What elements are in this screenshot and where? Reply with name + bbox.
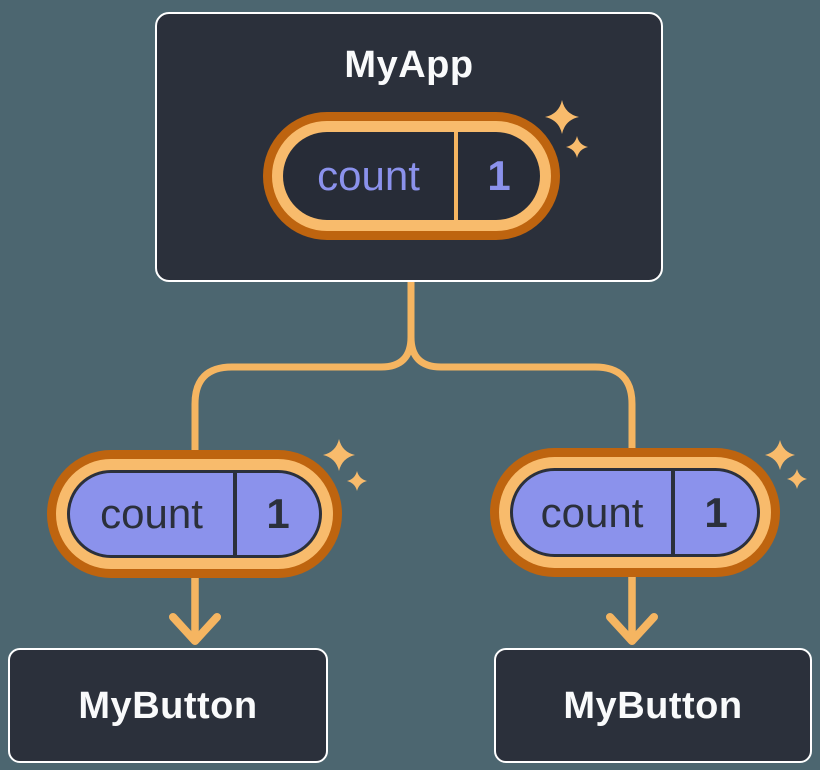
component-name: MyButton	[563, 684, 743, 727]
pill-divider	[671, 471, 675, 554]
prop-value: 1	[704, 488, 728, 536]
prop-pill-ring: count 1	[499, 457, 771, 568]
prop-pill-ring: count 1	[56, 459, 333, 569]
state-pill-ring: count 1	[272, 121, 551, 231]
state-value: 1	[487, 152, 511, 199]
prop-value: 1	[266, 490, 290, 537]
arrow-down-left	[169, 566, 221, 645]
prop-key-label: count	[540, 488, 644, 536]
component-node-child-right: MyButton	[494, 648, 812, 763]
component-name: MyApp	[344, 44, 474, 86]
prop-key-label: count	[100, 490, 203, 537]
prop-pill-left: count 1	[47, 450, 342, 578]
branch-left-line	[191, 277, 415, 462]
prop-pill-right: count 1	[490, 448, 780, 577]
pill-divider	[454, 132, 458, 220]
branch-right-line	[407, 277, 636, 460]
state-pill: count 1	[263, 112, 560, 240]
state-key-label: count	[317, 152, 420, 199]
prop-pill-body: count 1	[67, 470, 322, 558]
arrow-down-right	[606, 566, 658, 645]
prop-pill-body: count 1	[510, 468, 760, 557]
component-name: MyButton	[78, 684, 258, 727]
state-pill-body: count 1	[283, 132, 540, 220]
component-node-child-left: MyButton	[8, 648, 328, 763]
pill-divider	[233, 473, 237, 555]
